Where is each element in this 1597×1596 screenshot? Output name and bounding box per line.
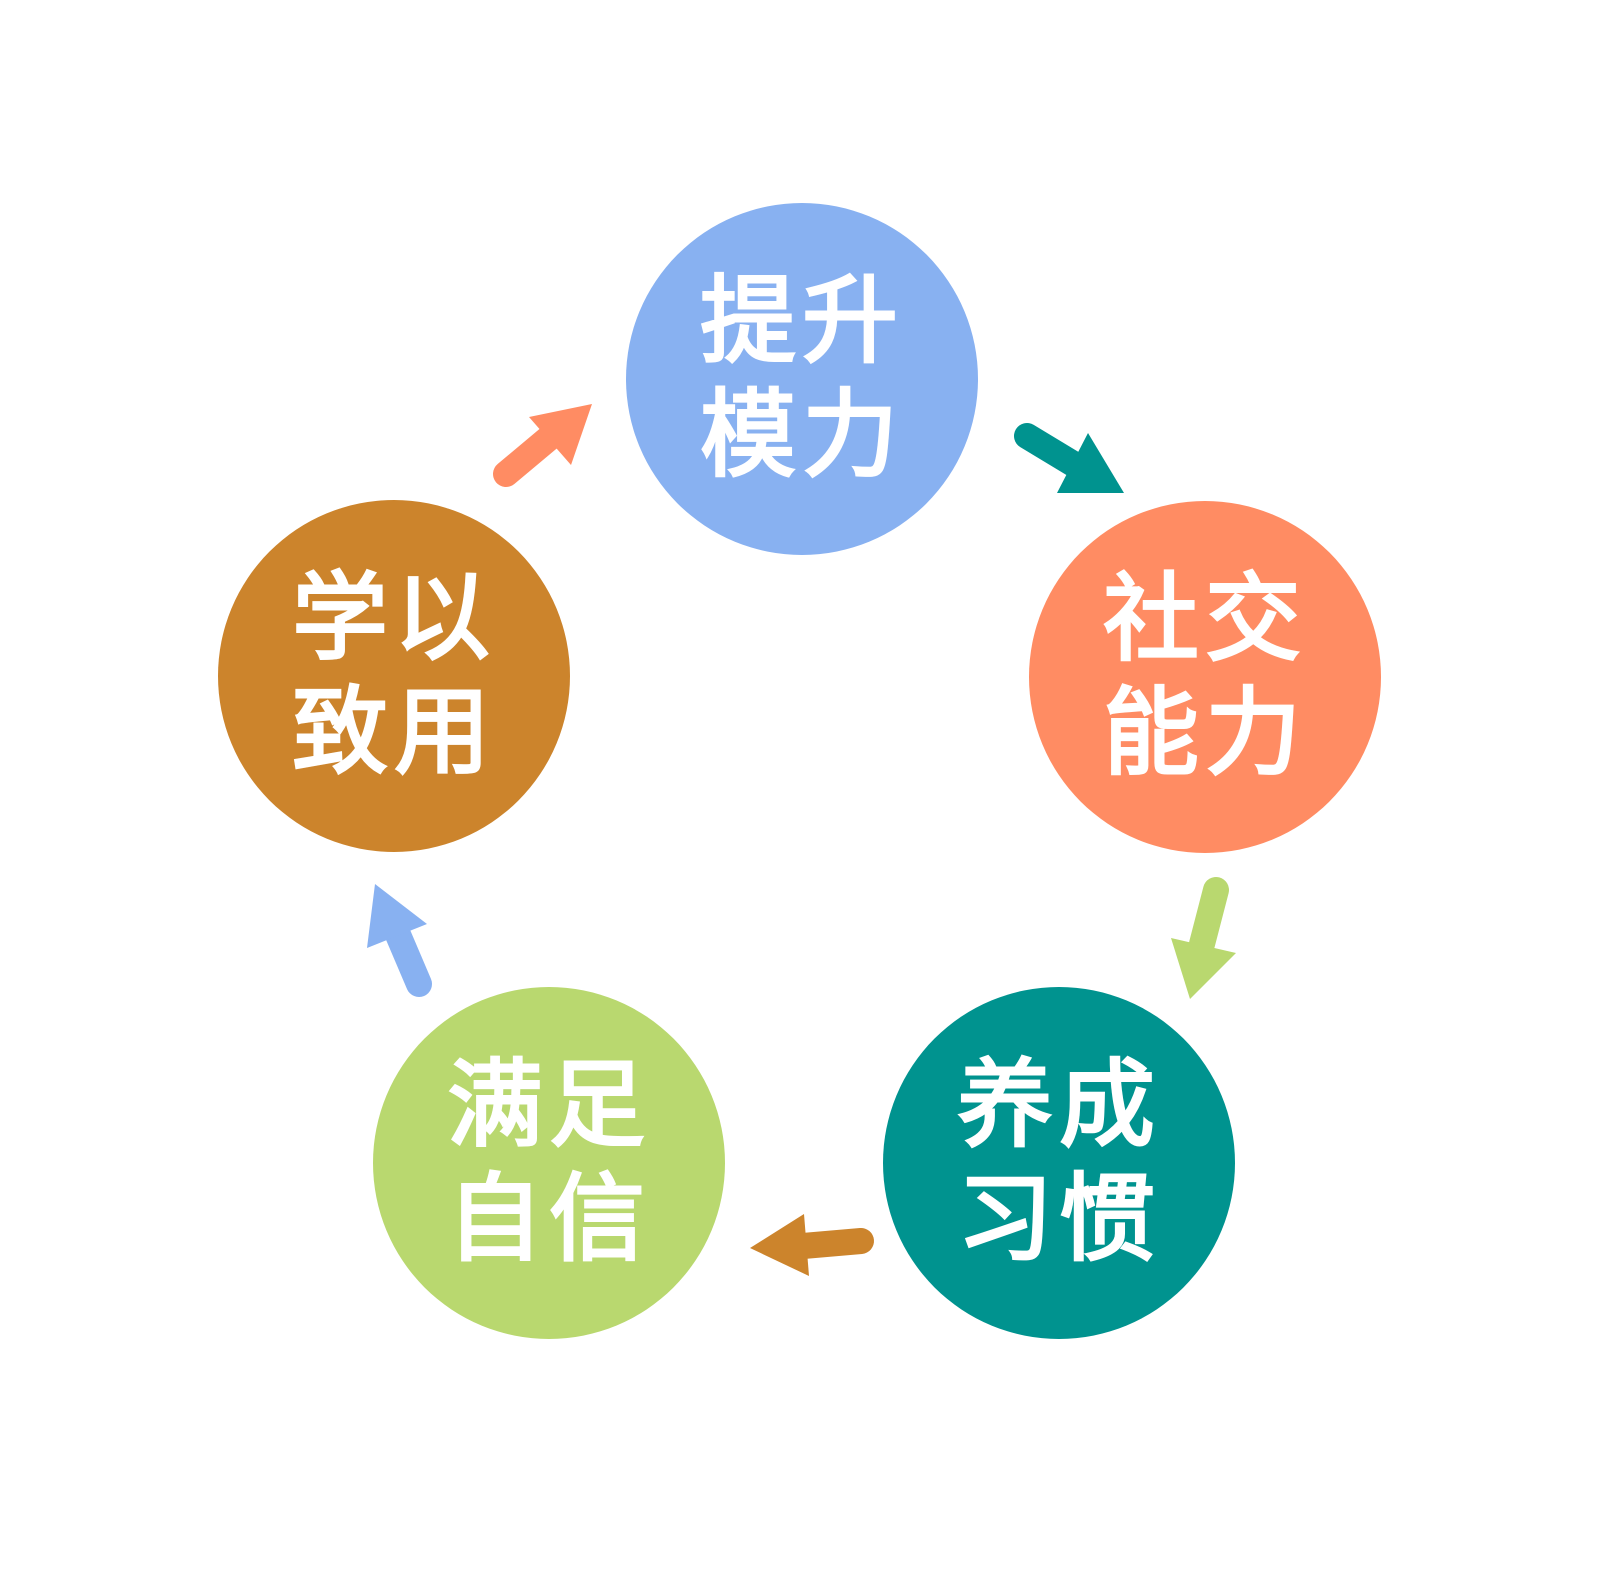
arrow-left-to-top <box>493 404 592 487</box>
arrow-right-to-bottom-right <box>1171 877 1236 999</box>
node-bottom-left-circle <box>373 987 725 1339</box>
arrow-bottom-right-to-bottom-left-shaft <box>790 1228 874 1259</box>
arrow-bottom-right-to-bottom-left-head <box>750 1214 809 1276</box>
node-bottom-right: 养成 习惯 <box>883 987 1235 1339</box>
node-right-label-line2: 能力 <box>1103 677 1307 789</box>
arrow-left-to-top-head <box>529 404 592 465</box>
node-bottom-left: 满足 自信 <box>373 987 725 1339</box>
node-bottom-left-label-line2: 自信 <box>447 1163 651 1275</box>
node-bottom-right-circle <box>883 987 1235 1339</box>
node-bottom-left-label-line1: 满足 <box>447 1049 651 1161</box>
node-bottom-right-label-line2: 习惯 <box>957 1163 1161 1275</box>
node-top-label-line2: 模力 <box>700 379 904 491</box>
node-bottom-right-label-line1: 养成 <box>957 1049 1161 1161</box>
arrow-top-to-right-shaft <box>1014 423 1088 478</box>
arrow-right-to-bottom-right-shaft <box>1189 877 1229 957</box>
node-left: 学以 致用 <box>218 500 570 852</box>
node-left-circle <box>218 500 570 852</box>
node-right-circle <box>1029 501 1381 853</box>
arrow-left-to-top-shaft <box>493 425 562 487</box>
node-left-label-line1: 学以 <box>292 562 496 674</box>
arrow-bottom-left-to-left-head <box>367 884 427 948</box>
node-top-circle <box>626 203 978 555</box>
node-top: 提升 模力 <box>626 203 978 555</box>
arrow-top-to-right <box>1014 423 1124 493</box>
node-left-label-line2: 致用 <box>292 676 496 788</box>
node-right-label-line1: 社交 <box>1103 563 1307 675</box>
node-top-label-line1: 提升 <box>700 265 904 377</box>
arrow-bottom-left-to-left-shaft <box>383 917 432 997</box>
arrow-bottom-left-to-left <box>367 884 432 997</box>
arrow-top-to-right-head <box>1057 433 1124 493</box>
arrow-bottom-right-to-bottom-left <box>750 1214 874 1276</box>
arrow-right-to-bottom-right-head <box>1171 938 1236 999</box>
node-right: 社交 能力 <box>1029 501 1381 853</box>
